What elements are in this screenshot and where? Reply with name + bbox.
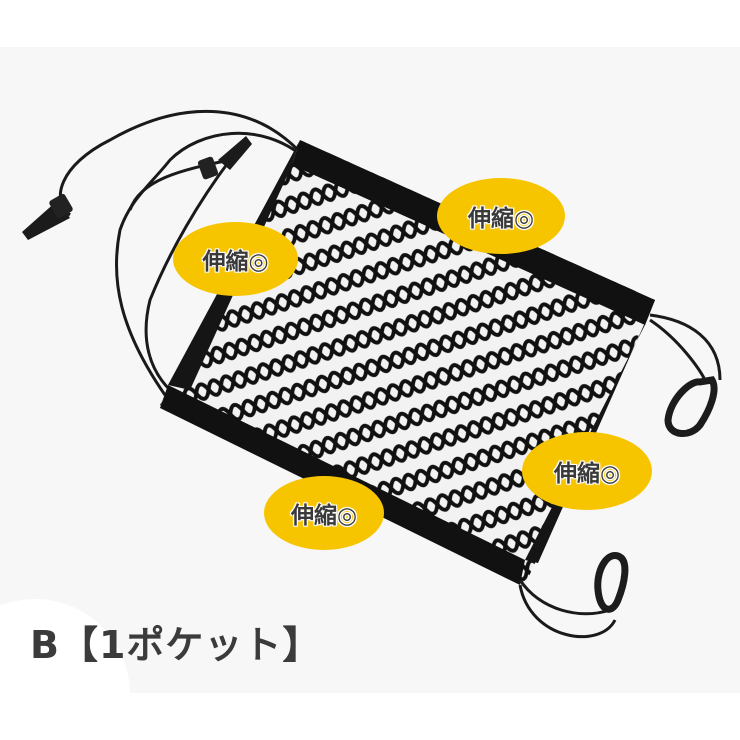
variant-caption: B【1ポケット】	[30, 623, 322, 667]
right-hook-lower	[594, 552, 629, 613]
right-hook-upper	[664, 376, 718, 437]
stretch-badge-lower-right: 伸縮◎	[522, 432, 652, 510]
right-bungee-cords	[518, 313, 722, 639]
cargo-net	[160, 140, 655, 585]
stretch-badge-upper-right: 伸縮◎	[437, 178, 565, 254]
stretch-badge-upper-left: 伸縮◎	[173, 222, 298, 296]
left-hook-2	[197, 136, 252, 180]
stretch-badge-lower-left: 伸縮◎	[264, 476, 384, 550]
product-photo	[0, 47, 740, 740]
left-hook-1	[22, 193, 73, 240]
